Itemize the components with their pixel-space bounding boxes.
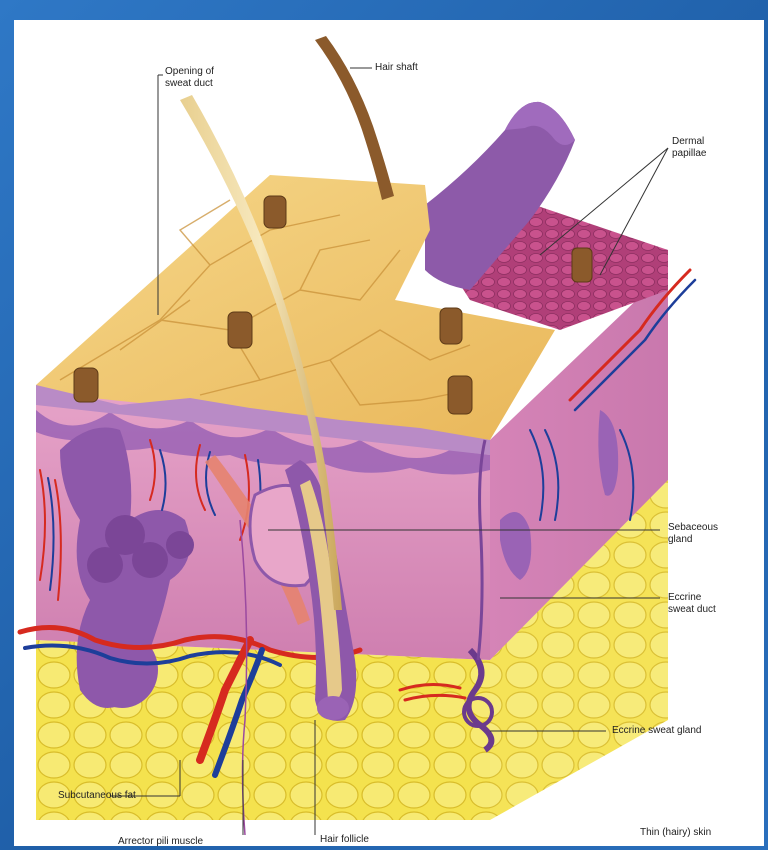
label-arrector-pili-muscle: Arrector pili muscle	[118, 836, 203, 848]
label-dermal-papillae: Dermal papillae	[672, 136, 706, 160]
label-hair-follicle: Hair follicle	[320, 834, 369, 846]
label-sebaceous-gland: Sebaceous gland	[668, 522, 718, 546]
label-opening-of-sweat-duct: Opening of sweat duct	[165, 66, 214, 90]
label-subcutaneous-fat: Subcutaneous fat	[58, 790, 136, 802]
label-eccrine-sweat-gland: Eccrine sweat gland	[612, 725, 702, 737]
label-eccrine-sweat-duct: Eccrine sweat duct	[668, 592, 716, 616]
caption-thin-hairy-skin: Thin (hairy) skin	[640, 827, 711, 839]
label-hair-shaft: Hair shaft	[375, 62, 418, 74]
